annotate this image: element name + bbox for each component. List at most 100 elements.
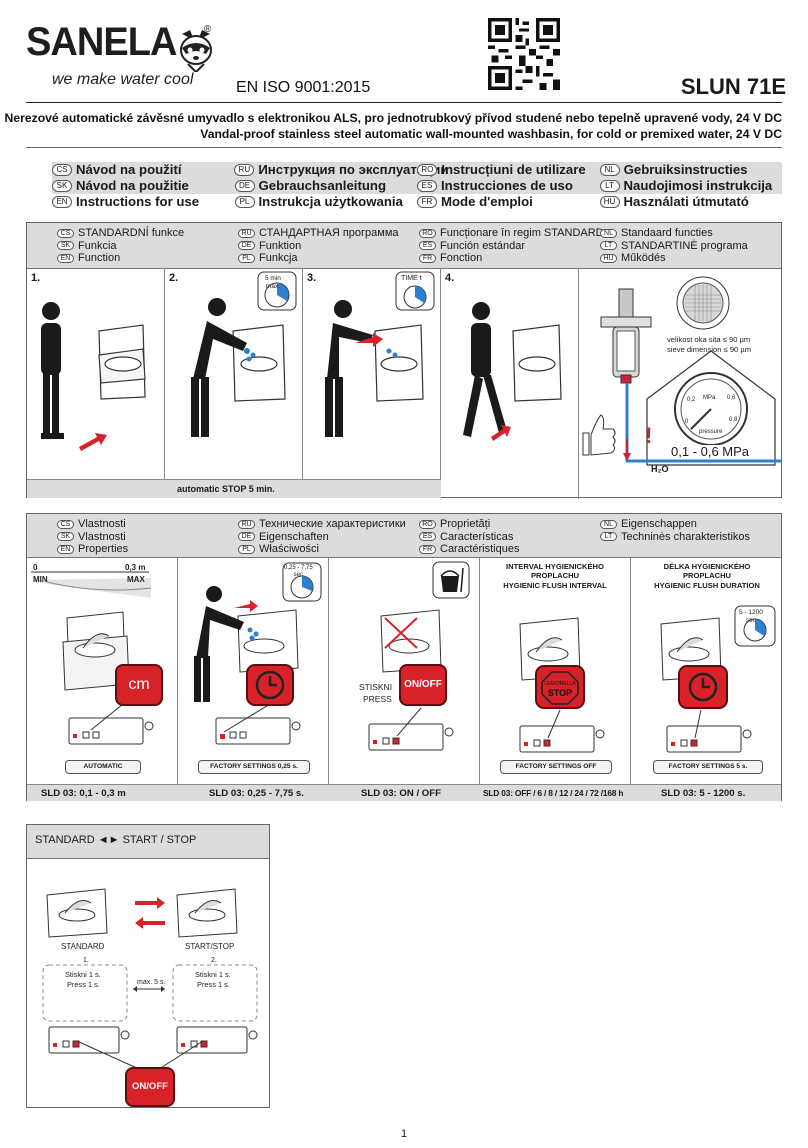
person-walking-away-icon xyxy=(463,302,562,441)
range-max-label: MAX xyxy=(127,575,145,584)
sieve-size-cs: velikost oka sita ≤ 90 µm xyxy=(667,335,751,344)
lang-code: SK xyxy=(57,532,74,542)
lang-code: SK xyxy=(52,180,72,192)
step-number: 2. xyxy=(169,272,179,284)
distance-setting-icon: cm xyxy=(115,664,163,706)
sld-range: SLD 03: 0,1 - 0,3 m xyxy=(41,788,126,799)
lang-code: FR xyxy=(419,253,436,263)
pressure-range: 0,1 - 0,6 MPa xyxy=(669,444,752,459)
onoff-diagram xyxy=(368,561,470,751)
lang-code: DE xyxy=(238,241,255,251)
lang-label: Návod na použití xyxy=(76,162,182,177)
heading-label: Vlastnosti xyxy=(78,518,126,530)
interval-title: INTERVAL HYGIENICKÉHO PROPLACHU HYGIENIC… xyxy=(503,562,607,590)
lang-code: FR xyxy=(417,196,437,208)
range-max-value: 0,3 m xyxy=(125,563,146,572)
lang-code: PL xyxy=(238,544,255,554)
gauge-tick: 0 xyxy=(685,419,689,425)
heading-label: Технические характеристики xyxy=(259,518,406,530)
lang-code: ES xyxy=(417,180,437,192)
raccoon-mascot-icon xyxy=(180,30,212,72)
gauge-tick: 0,2 xyxy=(687,397,696,403)
onoff-button[interactable]: ON/OFF xyxy=(125,1067,175,1107)
qr-code-icon[interactable] xyxy=(488,18,560,90)
sld-onoff: SLD 03: ON / OFF xyxy=(361,788,441,799)
range-min-label: MIN xyxy=(33,575,48,584)
heading-label: Właściwości xyxy=(259,543,319,555)
property-panel-flush-time: 0,25 - 7,75 sec FACTORY SETTINGS 0,25 s. xyxy=(178,558,329,784)
function-panel-4: 4. xyxy=(441,269,579,499)
step-1-label: 1. xyxy=(83,957,89,964)
step-number: 4. xyxy=(445,272,455,284)
heading-label: Funkcja xyxy=(259,252,298,264)
function-panel-3: 3. TIME t xyxy=(303,269,441,481)
lang-cell: CS Návod na použití xyxy=(52,162,234,178)
sieve-size-en: sieve dimension ≤ 90 µm xyxy=(667,345,752,354)
heading-label: STANDARTINĖ programa xyxy=(621,239,748,252)
startstop-label: START/STOP xyxy=(185,942,235,951)
onoff-button[interactable]: ON/OFF xyxy=(399,664,447,706)
press-label-cs: STISKNI xyxy=(359,682,393,692)
stop-label: STOP xyxy=(547,688,573,698)
page-number: 1 xyxy=(400,1128,408,1140)
installation-diagram xyxy=(582,276,781,466)
person-rinsing-icon xyxy=(325,300,424,437)
lang-code: ES xyxy=(419,532,436,542)
max-time-label: max. 5 s. xyxy=(137,979,166,986)
lang-code: PL xyxy=(238,253,255,263)
function-panel-2: 2. 5 min max. xyxy=(165,269,303,481)
lang-code: EN xyxy=(57,253,74,263)
standard-startstop-diagram xyxy=(42,888,258,1070)
auto-stop-strip xyxy=(27,479,441,498)
duration-diagram xyxy=(660,605,776,753)
lang-label: Gebrauchsanleitung xyxy=(258,178,387,193)
sld-duration: SLD 03: 5 - 1200 s. xyxy=(661,788,746,799)
lang-label: Instrucțiuni de utilizare xyxy=(441,162,586,177)
heading-label: Techninės charakteristikos xyxy=(621,530,751,543)
property-panel-duration: DÉLKA HYGIENICKÉHO PROPLACHU HYGIENIC FL… xyxy=(631,558,783,784)
gauge-tick: 0,8 xyxy=(729,417,738,423)
step-number: 3. xyxy=(307,272,317,284)
lang-code: RO xyxy=(417,164,438,176)
lang-label: Használati útmutató xyxy=(623,194,749,209)
timer-label: 0,25 - 7,75 sec xyxy=(284,565,313,579)
lang-code: DE xyxy=(238,532,255,542)
lang-code: PL xyxy=(234,196,255,208)
lang-code: HU xyxy=(599,196,620,208)
sld-strip: SLD 03: 0,1 - 0,3 m SLD 03: 0,25 - 7,75 … xyxy=(27,784,781,801)
heading-label: Proprietăți xyxy=(440,518,491,530)
range-min-value: 0 xyxy=(33,563,38,572)
setting-tag: FACTORY SETTINGS OFF xyxy=(500,760,612,774)
timer-icon xyxy=(395,271,435,311)
gauge-label: pressure xyxy=(699,429,723,435)
lang-code: CS xyxy=(52,164,72,176)
lang-code: NL xyxy=(599,164,620,176)
heading-cell: PL Funkcja xyxy=(238,252,419,265)
lang-code: CS xyxy=(57,228,74,238)
lang-code: NL xyxy=(600,519,617,529)
